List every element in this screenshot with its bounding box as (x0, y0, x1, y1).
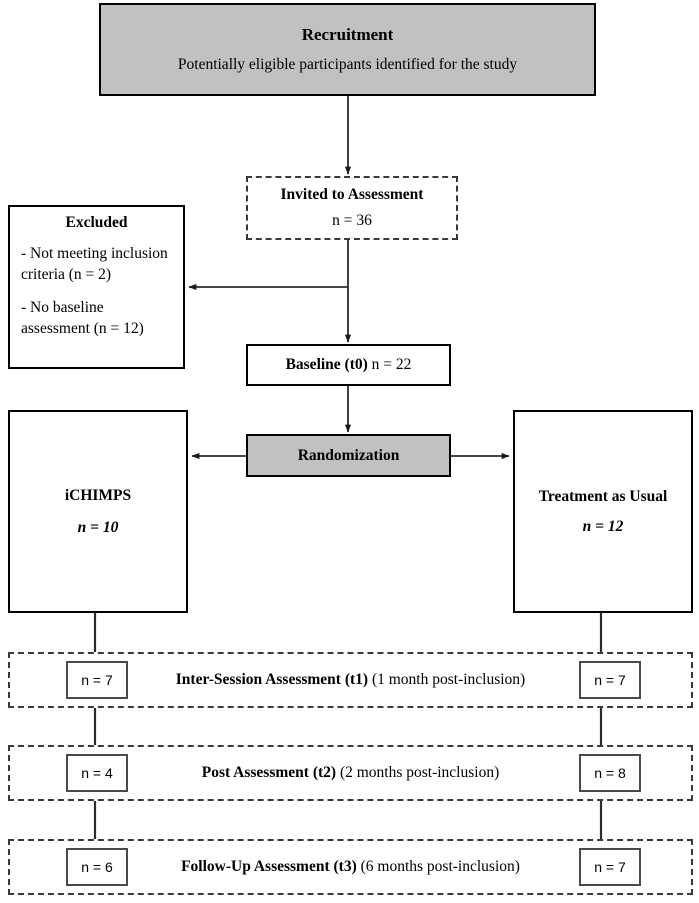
t3-right-count-box: n = 7 (579, 848, 641, 886)
t1-left-count-box: n = 7 (66, 661, 128, 699)
t1-title: Inter-Session Assessment (t1) (175, 671, 369, 688)
baseline-count-value: n = 22 (371, 356, 412, 373)
intervention-arm-title: iCHIMPS (64, 486, 132, 504)
excluded-reason-1: - Not meeting inclusion criteria (n = 2) (21, 245, 168, 283)
excluded-title: Excluded (65, 214, 128, 231)
excluded-box: Excluded - Not meeting inclusion criteri… (8, 205, 185, 369)
t1-label: Inter-Session Assessment (t1) (1 month p… (10, 671, 691, 689)
t1-right-count-box: n = 7 (579, 661, 641, 699)
invited-count: n = 36 (332, 212, 372, 229)
t2-left-count-box: n = 4 (66, 754, 128, 792)
t2-right-count-box: n = 8 (579, 754, 641, 792)
control-arm-count: n = 12 (582, 517, 624, 535)
randomization-title: Randomization (297, 446, 400, 464)
t3-subtitle: (6 months post-inclusion) (360, 858, 520, 875)
baseline-box: Baseline (t0) n = 22 (246, 344, 451, 386)
t2-subtitle: (2 months post-inclusion) (339, 764, 500, 781)
t1-subtitle: (1 month post-inclusion) (371, 671, 526, 688)
baseline-line: Baseline (t0) n = 22 (286, 356, 412, 374)
recruitment-title: Recruitment (301, 25, 394, 44)
t3-title: Follow-Up Assessment (t3) (181, 858, 357, 875)
t2-title: Post Assessment (t2) (201, 764, 337, 781)
invited-to-assessment-box: Invited to Assessment n = 36 (246, 176, 458, 240)
intervention-arm-box: iCHIMPS n = 10 (8, 410, 188, 613)
recruitment-subtitle: Potentially eligible participants identi… (177, 56, 518, 73)
assessment-row-t2: n = 4 Post Assessment (t2) (2 months pos… (8, 745, 693, 801)
randomization-box: Randomization (246, 434, 451, 477)
t2-label: Post Assessment (t2) (2 months post-incl… (10, 764, 691, 782)
control-arm-title: Treatment as Usual (538, 487, 668, 505)
invited-title: Invited to Assessment (280, 186, 424, 203)
recruitment-box: Recruitment Potentially eligible partici… (99, 3, 596, 96)
assessment-row-t3: n = 6 Follow-Up Assessment (t3) (6 month… (8, 839, 693, 895)
intervention-arm-count: n = 10 (77, 518, 119, 536)
assessment-row-t1: n = 7 Inter-Session Assessment (t1) (1 m… (8, 652, 693, 708)
baseline-title: Baseline (t0) (285, 356, 368, 373)
t3-label: Follow-Up Assessment (t3) (6 months post… (10, 858, 691, 876)
t3-left-count-box: n = 6 (66, 848, 128, 886)
control-arm-box: Treatment as Usual n = 12 (513, 410, 693, 613)
excluded-reason-2: - No baseline assessment (n = 12) (21, 299, 144, 337)
